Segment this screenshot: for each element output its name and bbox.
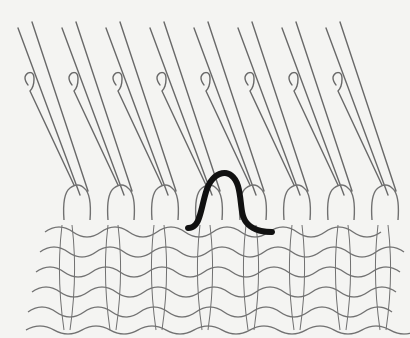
knitting-needle-diagram (0, 0, 410, 338)
paper-background (0, 0, 410, 338)
